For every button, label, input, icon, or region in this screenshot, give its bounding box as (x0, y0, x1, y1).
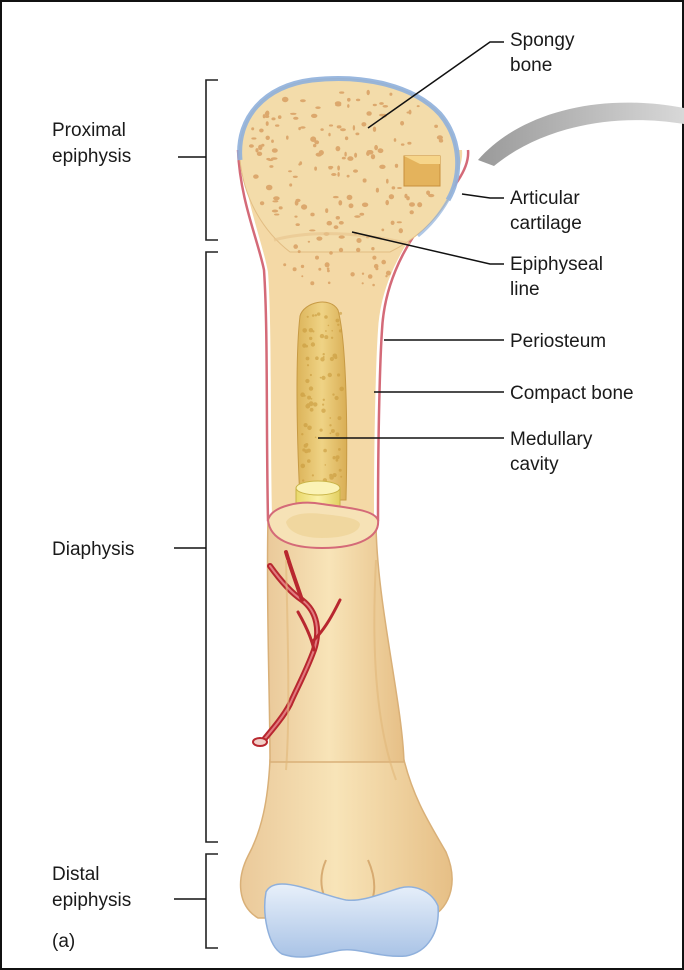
label-distal-epiphysis: Distal epiphysis (52, 864, 131, 911)
bracket-diaphysis (206, 252, 218, 842)
label-diaphysis: Diaphysis (52, 539, 134, 560)
label-articular-cartilage: Articular cartilage (510, 188, 585, 234)
leader-articular (462, 194, 504, 198)
bracket-proximal (206, 80, 218, 240)
label-compact-bone: Compact bone (510, 383, 634, 404)
label-proximal-epiphysis: Proximal epiphysis (52, 120, 131, 167)
left-brackets (174, 80, 218, 948)
marrow-cylinder-top (296, 481, 340, 495)
bracket-distal (206, 854, 218, 948)
panel-letter: (a) (52, 931, 75, 952)
label-medullary-cavity: Medullary cavity (510, 429, 598, 475)
zoom-arc (478, 103, 684, 166)
label-periosteum: Periosteum (510, 331, 606, 352)
label-epiphyseal-line: Epiphyseal line (510, 254, 608, 300)
label-spongy-bone: Spongy bone (510, 30, 580, 76)
